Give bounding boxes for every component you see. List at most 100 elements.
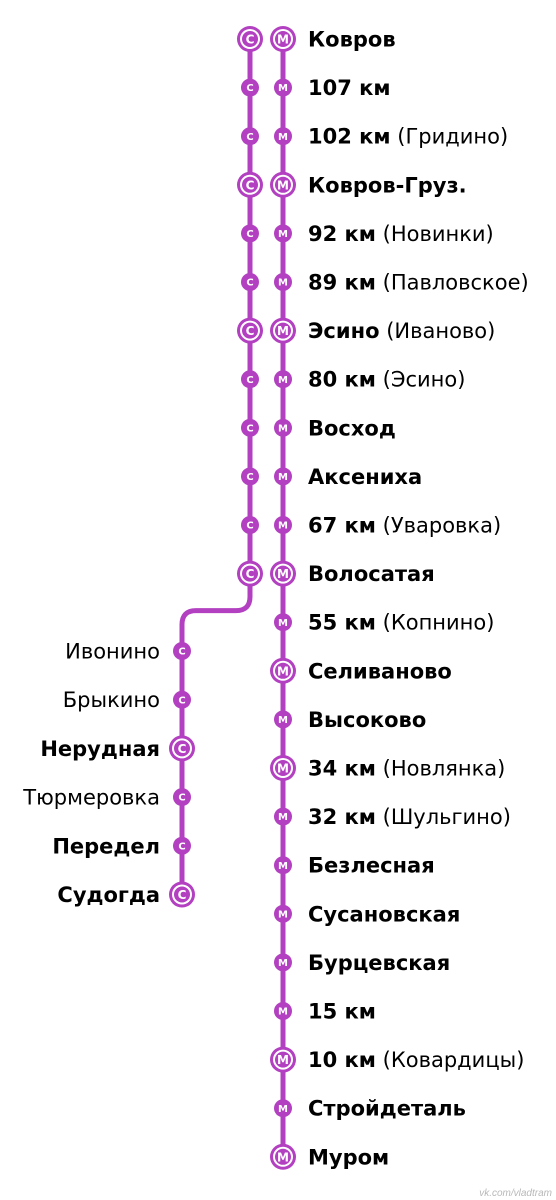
station-marker-m: М [270,1046,296,1073]
station-note: (Уваровка) [376,514,501,538]
marker-core [274,904,292,923]
branch-station-label: Брыкино [63,688,160,712]
station-marker-m: М [274,418,292,437]
marker-core [274,710,292,729]
marker-letter: М [278,83,288,94]
marker-core [241,418,259,437]
marker-letter: М [277,664,289,678]
station-marker-m: М [274,273,292,291]
station-name: Аксениха [308,465,422,489]
station-name: 89 км [308,271,376,295]
station-note: (Эсино) [376,368,466,392]
marker-core [274,856,292,875]
station-marker-m: М [270,1143,296,1170]
marker-core [275,322,291,339]
marker-core [274,370,292,389]
station-name: 107 км [308,76,391,100]
marker-letter: С [178,841,185,852]
station-name: Стройдеталь [308,1097,466,1121]
station-marker-m: М [274,1002,292,1020]
marker-letter: С [246,229,253,240]
station-label: Ковров [308,28,396,52]
station-name: Муром [308,1145,389,1169]
marker-letter: М [278,861,288,872]
station-marker-m: М [274,856,292,875]
station-marker-c: С [241,127,259,146]
marker-core [274,1002,292,1020]
station-marker-c: С [237,171,263,198]
marker-core [241,224,259,243]
marker-core [274,127,292,146]
branch-station-marker: С [169,735,195,762]
branch-station-label: Судогда [57,883,160,907]
station-marker-c: С [241,467,259,486]
station-label: Восход [308,416,396,440]
marker-core [241,78,259,97]
marker-core [173,836,191,855]
marker-letter: С [246,324,255,338]
marker-letter: С [246,521,253,532]
marker-core [274,467,292,486]
station-name: Безлесная [308,854,435,878]
marker-letter: М [277,178,289,192]
marker-core [275,1051,291,1068]
marker-core [173,788,191,807]
station-note: (Гридино) [391,125,509,149]
station-name: Ковров [308,28,396,52]
marker-letter: М [278,618,288,629]
station-note: (Новлянка) [376,757,505,781]
marker-letter: С [246,178,255,192]
station-name: 55 км [308,611,376,635]
marker-letter: С [246,472,253,483]
station-label: Ковров-Груз. [308,173,467,197]
branch-station-label: Тюрмеровка [22,786,160,810]
station-marker-m: М [274,78,292,97]
branch-station-marker: С [173,690,191,709]
station-marker-m: М [274,953,292,972]
station-label: 55 км (Копнино) [308,611,494,635]
station-name: 15 км [308,1000,376,1024]
station-label: 102 км (Гридино) [308,125,508,149]
marker-letter: М [277,567,289,581]
marker-core [275,662,291,679]
marker-core [241,516,259,534]
station-label: 10 км (Ковардицы) [308,1048,524,1072]
marker-letter: М [277,762,289,776]
marker-letter: М [277,1150,289,1164]
station-name: Волосатая [308,562,435,586]
station-name: Бурцевская [308,951,450,975]
station-marker-c: С [241,273,259,291]
station-name: Восход [308,416,396,440]
marker-core [241,273,259,291]
station-label: 92 км (Новинки) [308,222,494,246]
branch-station-marker: С [173,642,191,660]
marker-core [242,176,258,193]
branch-station-label: Ивонино [65,640,160,664]
station-note: (Копнино) [376,611,495,635]
station-label: Волосатая [308,562,435,586]
station-name: Высоково [308,708,426,732]
marker-letter: М [278,958,288,969]
station-label: Муром [308,1145,389,1169]
marker-letter: М [278,375,288,386]
station-marker-m: М [274,904,292,923]
marker-letter: С [178,742,187,756]
marker-core [242,322,258,339]
station-label: 80 км (Эсино) [308,368,465,392]
station-marker-c: С [241,78,259,97]
station-label: Эсино (Иваново) [308,319,495,343]
marker-core [275,760,291,776]
marker-core [242,565,258,582]
marker-core [275,176,291,193]
marker-letter: М [277,33,289,47]
marker-letter: М [278,1104,288,1115]
marker-core [241,467,259,486]
marker-core [274,78,292,97]
station-name: 92 км [308,222,376,246]
marker-letter: С [246,423,253,434]
marker-letter: С [246,375,253,386]
marker-letter: С [246,83,253,94]
station-label: 107 км [308,76,391,100]
station-label: Бурцевская [308,951,450,975]
